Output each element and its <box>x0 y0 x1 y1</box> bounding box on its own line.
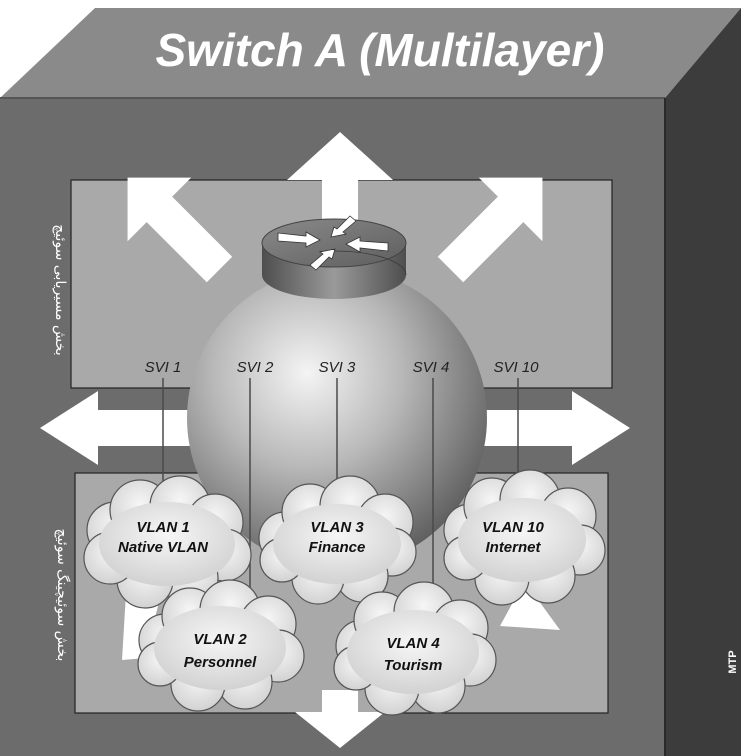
svi-connector-lines <box>162 378 519 618</box>
box-top-face <box>0 8 741 98</box>
vlan-2-desc: Personnel <box>184 654 257 671</box>
vlan-1-desc: Native VLAN <box>118 539 209 556</box>
svi-label-4: SVI 4 <box>413 359 450 376</box>
vlan-3-name: VLAN 3 <box>310 519 364 536</box>
vlan-10-desc: Internet <box>485 539 541 556</box>
vlan-cloud-1 <box>83 475 252 609</box>
vlan-4-name: VLAN 4 <box>386 635 440 652</box>
vlan-3-desc: Finance <box>309 539 366 556</box>
routing-section-label: بخش مسیریابی سوئیچ <box>52 224 68 355</box>
vlan-cloud-4 <box>333 581 497 716</box>
switching-section-label: بخش سوئیچینگ سوئیچ <box>54 529 71 662</box>
vlan-2-name: VLAN 2 <box>193 631 247 648</box>
arrow-down-right-icon <box>500 575 560 630</box>
corner-tag: MTP <box>727 650 739 673</box>
arrow-up-left-icon <box>127 177 233 283</box>
vlan-cloud-3 <box>258 475 417 605</box>
vlan-cloud-10 <box>443 469 606 606</box>
vlan-10-name: VLAN 10 <box>482 519 544 536</box>
box-right-face <box>665 8 741 756</box>
svi-label-1: SVI 1 <box>145 359 182 376</box>
vlan-cloud-2 <box>137 579 305 712</box>
arrow-up-icon <box>287 132 393 240</box>
switch-title: Switch A (Multilayer) <box>156 24 605 76</box>
arrow-down-icon <box>295 690 385 748</box>
svi-label-3: SVI 3 <box>319 359 356 376</box>
svi-label-2: SVI 2 <box>237 359 274 376</box>
vlan-1-name: VLAN 1 <box>136 519 189 536</box>
svi-label-10: SVI 10 <box>493 359 539 376</box>
arrow-up-right-icon <box>437 177 543 283</box>
router-icon <box>261 215 407 300</box>
vlan-4-desc: Tourism <box>384 657 443 674</box>
